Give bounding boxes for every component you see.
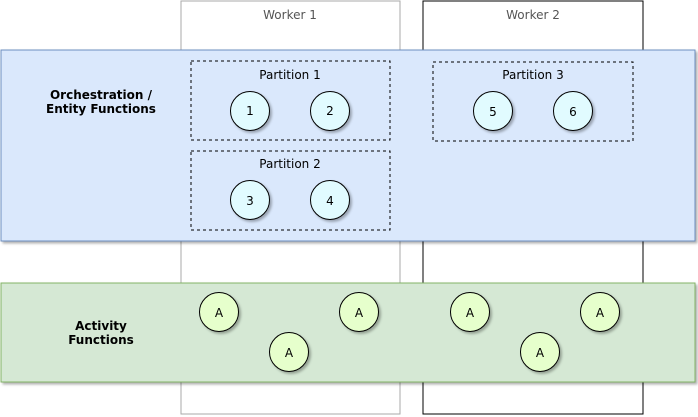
orchestration-node-3 bbox=[230, 180, 270, 220]
partition-1-label: Partition 1 bbox=[259, 68, 320, 82]
activity-node bbox=[199, 292, 239, 332]
activity-node-label: A bbox=[466, 306, 475, 320]
partition-3-box bbox=[432, 61, 634, 142]
orchestration-band bbox=[0, 49, 696, 242]
activity-node-label: A bbox=[285, 346, 294, 360]
orchestration-node-1-label: 1 bbox=[246, 104, 254, 118]
orchestration-band-label-line2: Entity Functions bbox=[46, 102, 156, 116]
activity-node bbox=[339, 292, 379, 332]
orchestration-node-4 bbox=[310, 180, 350, 220]
activity-node-label: A bbox=[596, 306, 605, 320]
worker-1-label: Worker 1 bbox=[263, 8, 317, 22]
orchestration-node-4-label: 4 bbox=[326, 194, 334, 208]
partition-1-box bbox=[190, 60, 391, 141]
partition-2-label: Partition 2 bbox=[259, 157, 320, 171]
orchestration-node-6 bbox=[553, 91, 593, 131]
activity-node-label: A bbox=[355, 306, 364, 320]
orchestration-node-2-label: 2 bbox=[326, 104, 334, 118]
activity-node bbox=[520, 332, 560, 372]
partition-3-label: Partition 3 bbox=[502, 68, 563, 82]
orchestration-band-label-line1: Orchestration / bbox=[50, 88, 153, 102]
activity-node-label: A bbox=[536, 346, 545, 360]
orchestration-node-5-label: 5 bbox=[489, 105, 497, 119]
activity-node bbox=[450, 292, 490, 332]
activity-node-label: A bbox=[215, 306, 224, 320]
activity-band-label-line2: Functions bbox=[68, 333, 134, 347]
orchestration-node-5 bbox=[473, 91, 513, 131]
orchestration-node-2 bbox=[310, 91, 350, 131]
orchestration-node-6-label: 6 bbox=[569, 105, 577, 119]
orchestration-node-1 bbox=[230, 91, 270, 131]
worker-2-label: Worker 2 bbox=[506, 8, 560, 22]
orchestration-node-3-label: 3 bbox=[246, 194, 254, 208]
activity-band-label-line1: Activity bbox=[75, 319, 127, 333]
activity-node bbox=[269, 332, 309, 372]
activity-node bbox=[580, 292, 620, 332]
partition-2-box bbox=[190, 150, 391, 231]
